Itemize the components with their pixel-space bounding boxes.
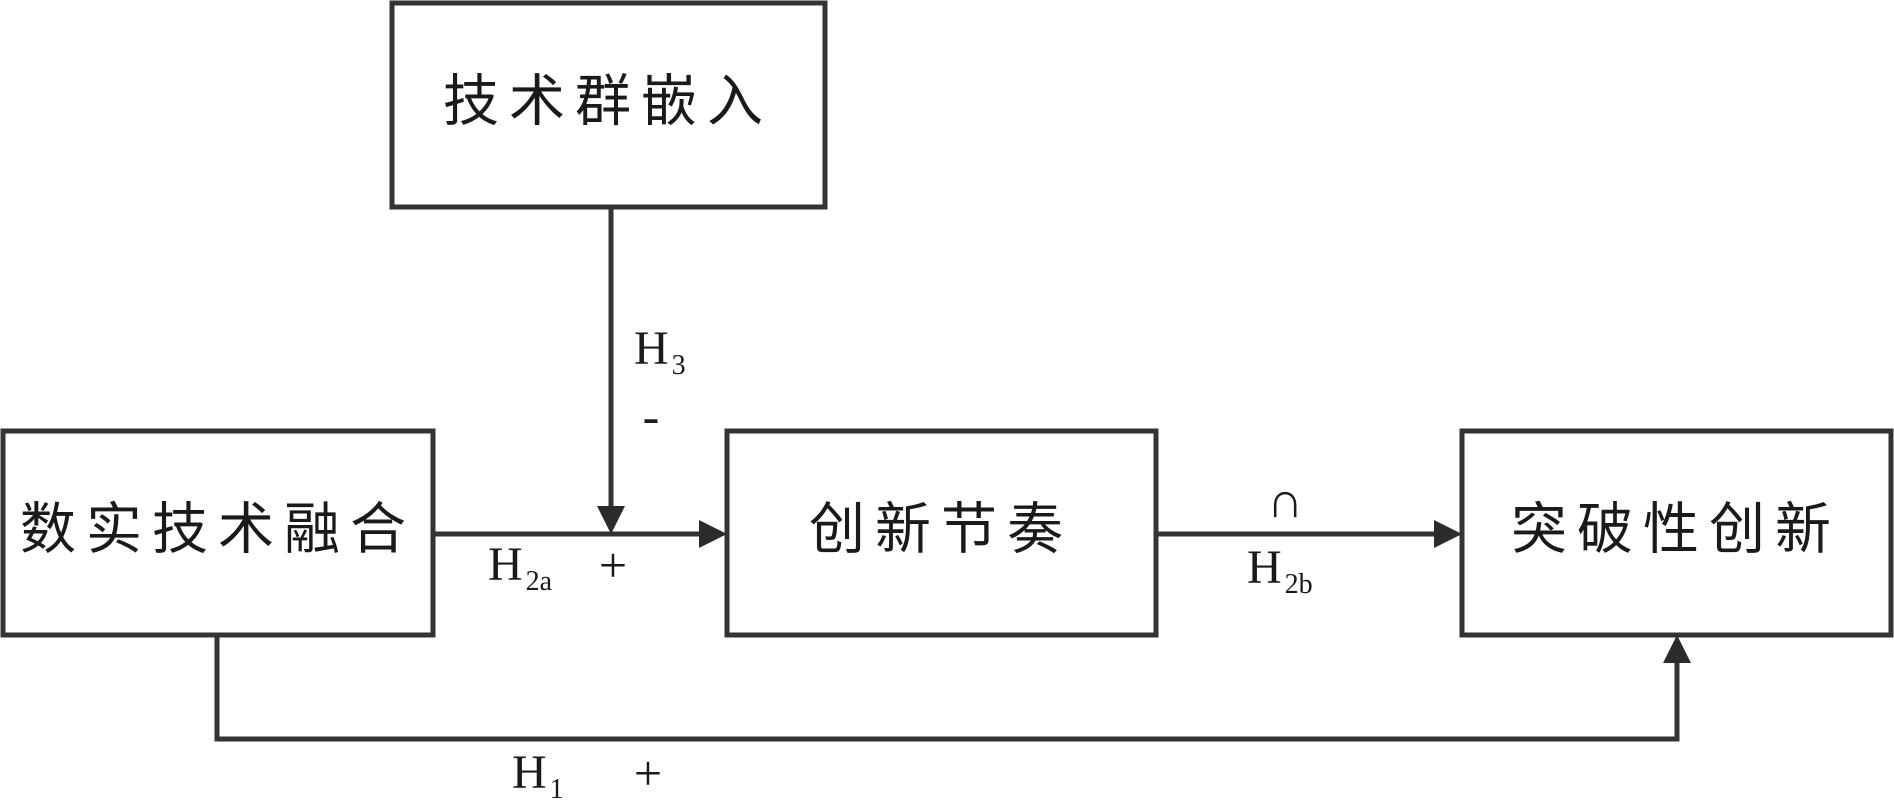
node-innovation-rhythm: 创新节奏 (724, 428, 1159, 638)
h1-sign: + (634, 745, 662, 801)
node-digital-real-label: 数实技术融合 (20, 498, 416, 563)
edge-h1-arrowhead (1663, 635, 1691, 663)
h3-sign: - (643, 388, 660, 444)
h2a-base: H (488, 538, 523, 591)
h2a-sign: + (599, 537, 627, 593)
node-tech-cluster: 技术群嵌入 (389, 0, 828, 210)
h1-base: H (512, 746, 547, 799)
h2a-sub: 2a (526, 566, 553, 597)
edge-h3-arrowhead (597, 506, 625, 534)
node-breakthrough: 突破性创新 (1459, 428, 1894, 638)
edge-h2a-arrowhead (699, 520, 727, 548)
node-innovation-rhythm-label: 创新节奏 (809, 498, 1073, 563)
h2b-sub: 2b (1285, 569, 1313, 600)
node-digital-real: 数实技术融合 (0, 428, 436, 638)
h2b-sign: ∩ (1267, 472, 1303, 528)
edge-h2b-arrowhead (1434, 520, 1462, 548)
svg-text:H2b: H2b (1247, 541, 1313, 600)
h3-sub: 3 (672, 350, 686, 381)
node-breakthrough-label: 突破性创新 (1511, 498, 1841, 563)
node-tech-cluster-label: 技术群嵌入 (443, 70, 773, 135)
h3-base: H (634, 322, 669, 375)
svg-text:H2a: H2a (488, 538, 553, 597)
h1-sub: 1 (550, 774, 564, 802)
svg-text:H3: H3 (634, 322, 686, 381)
h2b-base: H (1247, 541, 1282, 594)
svg-text:H1: H1 (512, 746, 564, 802)
edge-h1-line (214, 635, 1680, 742)
